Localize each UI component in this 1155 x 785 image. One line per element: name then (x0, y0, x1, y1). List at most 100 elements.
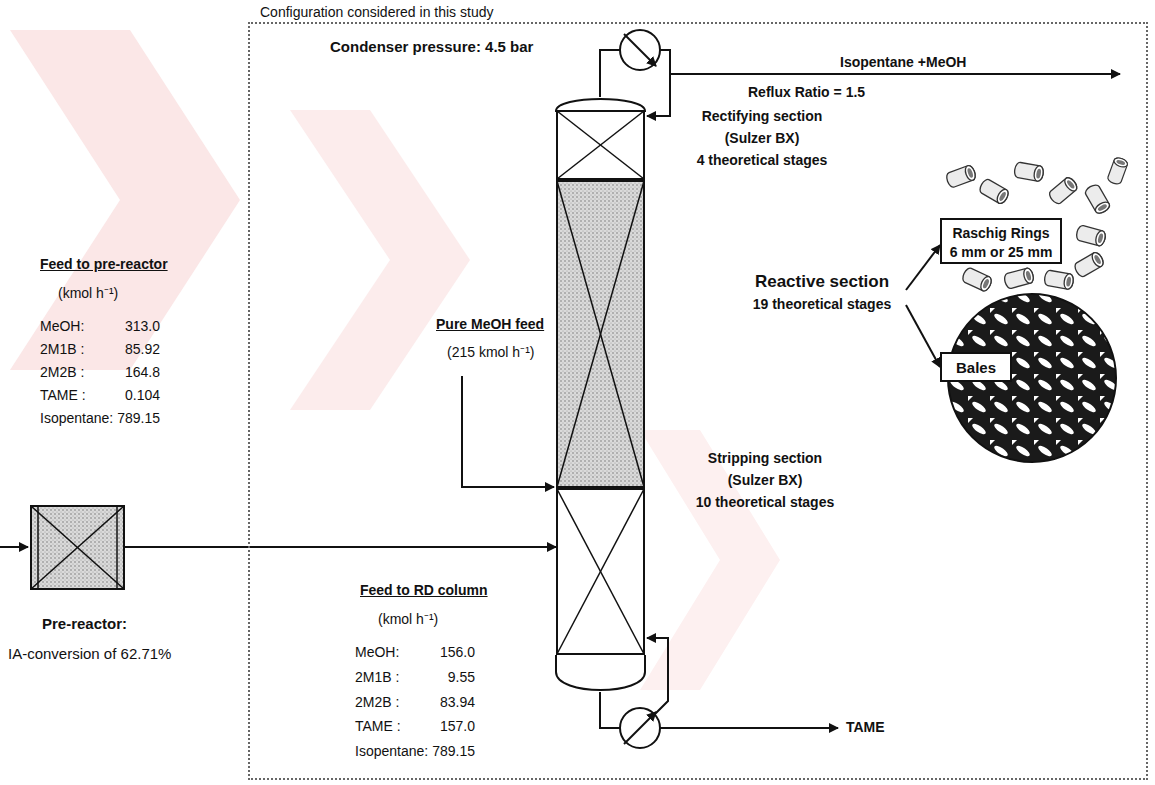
watermark (10, 30, 240, 370)
pre-reactor: Pre-reactor:IA-conversion of 62.71% (30, 505, 125, 590)
reboiler (624, 712, 656, 744)
raschig-rings-illustration (945, 164, 977, 188)
raschig-rings-illustration (1073, 251, 1105, 279)
label-text: 313.0 (125, 318, 160, 334)
node-text: (Sulzer BX) (677, 130, 847, 146)
label-text: (kmol h⁻¹) (58, 285, 118, 301)
label-text: (kmol h⁻¹) (378, 611, 438, 627)
label-text: 2M1B : (355, 669, 399, 685)
packing-box: Raschig Rings 6 mm or 25 mm (940, 218, 1062, 264)
label-text: Condenser pressure: 4.5 bar (330, 38, 533, 55)
segment-outline (557, 181, 644, 487)
node-text: 6 mm or 25 mm (942, 244, 1060, 260)
label-text: Isopentane +MeOH (840, 54, 966, 70)
label-text: MeOH: (40, 318, 84, 334)
label-text: Reflux Ratio = 1.5 (748, 84, 865, 100)
column-segment (556, 180, 645, 488)
column-caps (556, 99, 645, 111)
label-text: 156.0 (440, 644, 475, 660)
label-text: 789.15 (432, 743, 475, 759)
label-text: Isopentane: (355, 743, 428, 759)
raschig-rings-illustration (1043, 270, 1074, 290)
rectifying-section: Rectifying section(Sulzer BX)4 theoretic… (556, 108, 851, 180)
label-text: TAME : (355, 718, 401, 734)
condenser (600, 50, 620, 97)
packing-cross (557, 181, 644, 487)
label-text: MeOH: (355, 644, 399, 660)
packing-cross (31, 506, 124, 589)
flow-arrow (906, 245, 940, 290)
packing-cross (557, 489, 644, 654)
reboiler (620, 708, 660, 748)
packing-cross (557, 111, 644, 179)
watermark (10, 30, 780, 690)
label-text: 164.8 (125, 364, 160, 380)
stripping-section: Stripping section (Sulzer BX) 10 theoretic… (556, 450, 856, 655)
column-segment (556, 488, 645, 655)
condenser (647, 74, 670, 116)
raschig-rings-illustration (1075, 225, 1107, 247)
raschig-rings-illustration (1003, 267, 1035, 289)
label-text: 157.0 (440, 718, 475, 734)
label-text: TAME : (40, 387, 86, 403)
node-text: IA-conversion of 62.71% (8, 645, 171, 662)
label-text: 0.104 (125, 387, 160, 403)
condenser (620, 30, 660, 70)
column-caps (556, 655, 645, 690)
feed-lines (0, 546, 28, 548)
node-text: 19 theoretical stages (742, 296, 902, 312)
node-text: Pre-reactor: (42, 615, 127, 632)
condenser (600, 30, 1120, 116)
packing-cross (557, 489, 644, 654)
column-segment (556, 110, 645, 180)
label-text: 2M2B : (355, 694, 399, 710)
packing-cross (557, 111, 644, 179)
packing-cross (31, 506, 124, 589)
node-text: Configuration considered in this study (260, 4, 493, 20)
label-text: Feed to pre-reactor (40, 256, 168, 272)
vessel-flange (116, 506, 118, 589)
raschig-rings-illustration (978, 178, 1010, 206)
flow-arrow (906, 305, 940, 367)
column-caps (556, 99, 645, 690)
label-text: Isopentane: (40, 410, 113, 426)
node-text: Raschig Rings (942, 225, 1060, 241)
label-text: Pure MeOH feed (436, 316, 544, 332)
flow-arrow (125, 546, 556, 548)
label-text: 2M1B : (40, 341, 84, 357)
packing-cross (557, 181, 644, 487)
reactive-section: Reactive section 19 theoretical stages (556, 180, 906, 488)
reactor-vessel (30, 505, 125, 590)
label-text: (215 kmol h⁻¹) (447, 344, 534, 360)
label-text: 85.92 (125, 341, 160, 357)
segment-outline (557, 111, 644, 179)
vessel-flange (37, 506, 39, 589)
segment-outline (557, 489, 644, 654)
packing-box: Bales (940, 352, 1012, 382)
raschig-rings-illustration (1107, 156, 1129, 185)
node-text: 10 theoretical stages (680, 494, 850, 510)
raschig-rings-illustration (1084, 183, 1112, 215)
label-text: 789.15 (117, 410, 160, 426)
node-text: Bales (942, 359, 1010, 376)
watermark (640, 430, 780, 690)
node-text: (Sulzer BX) (680, 472, 850, 488)
condenser (660, 50, 1120, 74)
label-text: 2M2B : (40, 364, 84, 380)
feed-lines (462, 376, 554, 487)
raschig-rings-illustration (961, 267, 993, 293)
raschig-rings-illustration (1047, 176, 1079, 206)
reboiler (660, 727, 838, 729)
raschig-rings-illustration (1013, 162, 1044, 182)
condenser (624, 34, 656, 66)
node-text: Reactive section (742, 272, 902, 292)
boundary-region: Configuration considered in this studyRe… (248, 22, 1148, 780)
label-text: Feed to RD column (360, 582, 488, 598)
reboiler (600, 692, 620, 728)
node-text: Stripping section (680, 450, 850, 466)
reboiler (647, 638, 668, 714)
label-text: 83.94 (440, 694, 475, 710)
label-text: TAME (846, 719, 885, 735)
node-text: 4 theoretical stages (677, 152, 847, 168)
